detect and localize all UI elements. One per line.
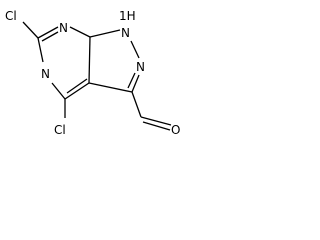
- bond-n1-n2: [130, 40, 140, 59]
- bond-n5-c4: [51, 82, 66, 100]
- bond-c6-n5: [37, 37, 44, 63]
- bond-c3-c3a: [88, 82, 133, 93]
- bond-cl-c6: [22, 21, 39, 39]
- bond-lines: [22, 21, 172, 131]
- bond-c6-n7-double: [41, 31, 59, 42]
- bond-n2-c3: [131, 74, 140, 93]
- chemical-structure: Cl N 1H N N N Cl O: [5, 9, 180, 137]
- atom-cl-bottom: Cl: [54, 123, 66, 137]
- bond-c6-n7: [37, 26, 59, 39]
- atom-n-top: N: [59, 21, 68, 35]
- atom-nh-h: 1H: [119, 9, 136, 23]
- bond-c4-c3a: [64, 82, 90, 100]
- bond-c7a-n1: [89, 29, 121, 38]
- atom-n-nh: N: [121, 26, 130, 40]
- atom-o-aldehyde: O: [171, 123, 180, 137]
- bond-c3-cho: [131, 91, 142, 118]
- atom-cl-left: Cl: [5, 9, 17, 23]
- atom-n-right: N: [136, 60, 145, 74]
- atom-labels: Cl N 1H N N N Cl O: [5, 9, 180, 137]
- atom-n-mid: N: [41, 67, 50, 81]
- bond-n2-c3-double: [127, 72, 136, 89]
- bond-c3a-c7a: [88, 36, 91, 84]
- bond-cho-o-double: [142, 121, 171, 131]
- bond-n7-c7a: [69, 26, 91, 38]
- bond-cho-o: [140, 116, 172, 126]
- bond-c4-c3a-double: [66, 78, 88, 94]
